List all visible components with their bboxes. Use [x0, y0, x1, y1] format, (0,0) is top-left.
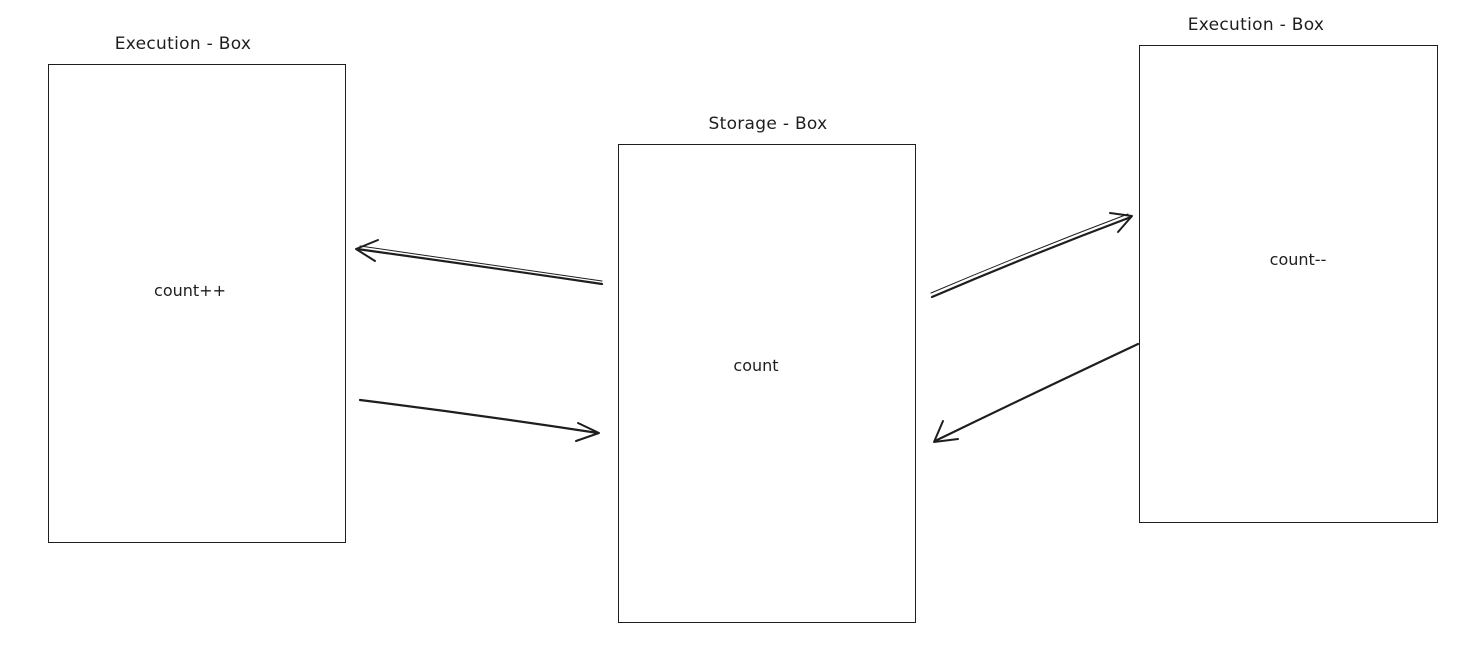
arrow-left-to-storage[interactable]	[358, 398, 600, 442]
storage-box-title: Storage - Box	[708, 114, 828, 134]
left-box-title: Execution - Box	[114, 34, 252, 54]
arrow-right-to-storage[interactable]	[933, 342, 1140, 443]
arrow-storage-to-left[interactable]	[355, 239, 604, 286]
left-execution-box[interactable]	[48, 64, 346, 543]
storage-box[interactable]	[618, 144, 916, 623]
right-box-title: Execution - Box	[1187, 15, 1325, 35]
left-box-label: count++	[154, 281, 226, 300]
right-execution-box[interactable]	[1139, 45, 1438, 523]
storage-box-label: count	[733, 356, 779, 375]
arrow-storage-to-right[interactable]	[930, 212, 1133, 299]
right-box-label: count--	[1269, 250, 1327, 269]
